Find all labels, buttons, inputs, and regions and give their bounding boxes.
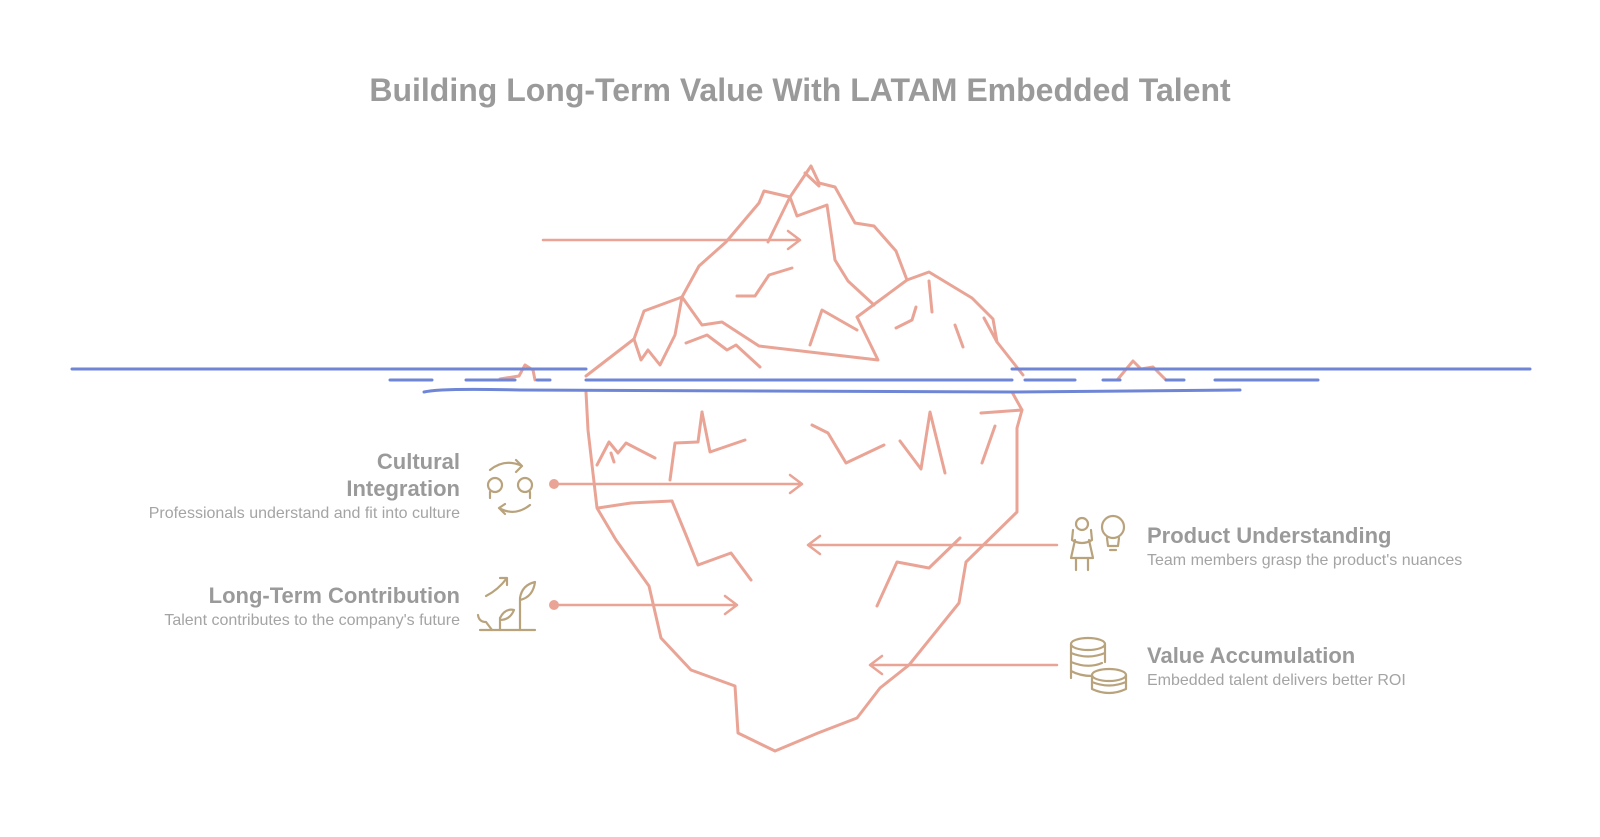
value-arrow bbox=[868, 654, 1059, 676]
cultural-arrow bbox=[552, 473, 804, 495]
iceberg-tip bbox=[498, 164, 1168, 382]
product-arrow bbox=[806, 534, 1059, 556]
long-term-contribution-description: Talent contributes to the company's futu… bbox=[164, 612, 460, 629]
cultural-integration-heading-line2: Integration bbox=[346, 476, 460, 501]
product-understanding-heading: Product Understanding bbox=[1147, 523, 1392, 548]
value-accumulation-description: Embedded talent delivers better ROI bbox=[1147, 672, 1406, 689]
arrows bbox=[541, 229, 1059, 676]
iceberg-submerged bbox=[584, 390, 1024, 753]
cultural-integration-heading-line1: Cultural bbox=[376, 449, 460, 474]
page-title: Building Long-Term Value With LATAM Embe… bbox=[369, 72, 1231, 108]
cultural-integration-label: Cultural Integration Professionals under… bbox=[60, 448, 460, 524]
cultural-integration-description: Professionals understand and fit into cu… bbox=[148, 505, 460, 522]
value-accumulation-label: Value Accumulation Embedded talent deliv… bbox=[1147, 642, 1567, 691]
long-term-contribution-label: Long-Term Contribution Talent contribute… bbox=[60, 582, 460, 631]
long-term-contribution-heading: Long-Term Contribution bbox=[208, 583, 460, 608]
cultural-exchange-icon bbox=[486, 458, 534, 516]
product-understanding-description: Team members grasp the product's nuances bbox=[1147, 552, 1463, 569]
value-accumulation-heading: Value Accumulation bbox=[1147, 643, 1356, 668]
coin-stack-icon bbox=[1069, 636, 1128, 695]
water-surface bbox=[70, 367, 1532, 394]
longterm-arrow bbox=[552, 594, 739, 616]
tip-arrow bbox=[541, 229, 802, 251]
person-lightbulb-icon bbox=[1069, 514, 1126, 572]
product-understanding-label: Product Understanding Team members grasp… bbox=[1147, 522, 1567, 571]
growth-plant-icon bbox=[476, 576, 537, 632]
